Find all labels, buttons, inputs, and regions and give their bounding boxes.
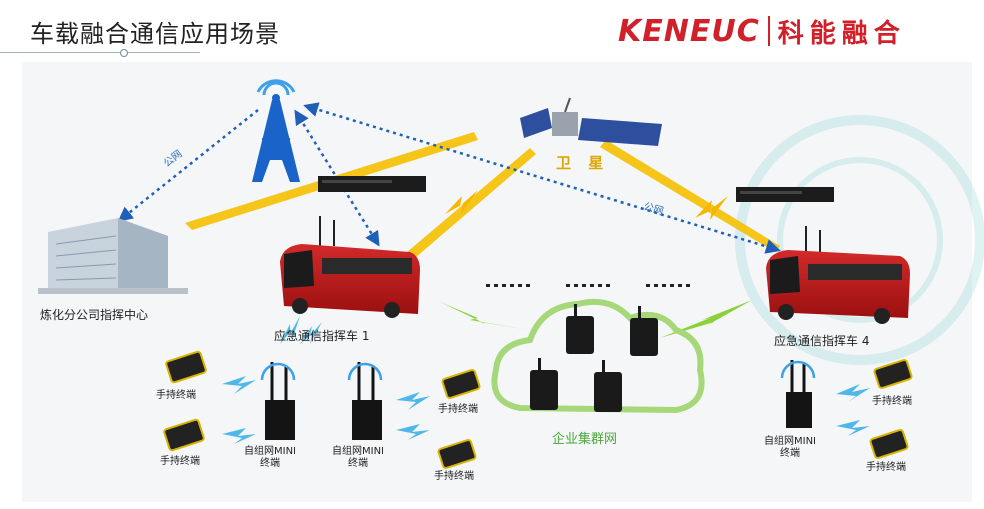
mini-label-line1: 自组网MINI [244,446,297,457]
logo-cn: 科能融合 [777,18,906,49]
handheld-label: 手持终端 [872,396,912,407]
title-underline [0,52,200,53]
handheld-terminal-icon [163,350,913,469]
company-logo: KENEUC 科能融合 [618,13,906,49]
satellite-label: 卫 星 [556,154,610,172]
wireless-signal [222,316,870,444]
mini-label-line1: 自组网MINI [764,436,817,447]
mini-terminal-label: 自组网MINI 终端 [332,446,384,470]
cluster-network-label: 企业集群网 [552,432,618,447]
mini-label-line2: 终端 [780,448,800,459]
handheld-label: 手持终端 [866,462,906,473]
mini-terminal-label: 自组网MINI 终端 [244,446,296,470]
handheld-label: 手持终端 [434,471,474,482]
lightning-bolt-icon [440,300,752,338]
more-vehicles-ellipsis [486,284,690,287]
bus-icon [766,226,910,324]
logo-divider [767,16,770,46]
handheld-label: 手持终端 [156,390,196,401]
mini-terminal-label: 自组网MINI 终端 [764,436,816,460]
mini-terminal-icon [347,362,383,440]
handheld-label: 手持终端 [438,404,478,415]
vehicle-4-label: 应急通信指挥车 4 [774,334,870,348]
mini-terminal-icon [260,362,296,440]
handheld-label: 手持终端 [160,456,200,467]
page-title: 车载融合通信应用场景 [30,20,280,48]
background-network-graphic [735,115,984,365]
vehicle-1-label: 应急通信指挥车 1 [274,329,370,343]
cloud-icon [491,298,705,414]
mini-label-line2: 终端 [260,458,280,469]
title-underline-dot [120,49,128,57]
satellite-icon [520,97,662,146]
walkie-talkie-icon [530,304,658,412]
logo-en: KENEUC [618,13,760,49]
building-icon [38,218,188,294]
mini-label-line1: 自组网MINI [332,446,385,457]
hq-label: 炼化分公司指挥中心 [40,308,149,322]
mini-label-line2: 终端 [348,458,368,469]
radio-rack-icon [318,176,834,202]
mini-terminal-icon [780,360,816,428]
bus-icon [280,216,420,318]
cell-tower-icon [252,79,300,182]
